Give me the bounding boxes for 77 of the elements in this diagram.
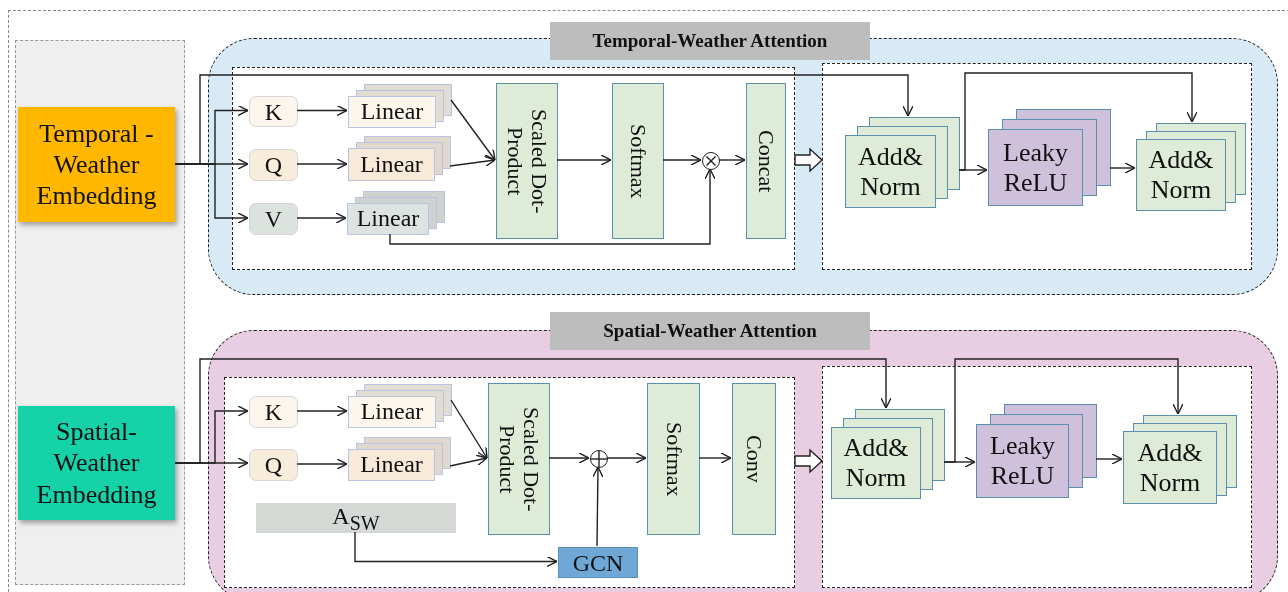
arrow — [698, 452, 732, 464]
arrow — [592, 466, 604, 547]
layer-label: Add& Norm — [1136, 437, 1204, 498]
layer-label: Add& Norm — [842, 433, 910, 493]
layer-stack — [976, 404, 1097, 498]
arrow — [174, 358, 892, 464]
layer-stack — [348, 437, 451, 481]
layer-label: Add& Norm — [857, 141, 924, 202]
module-title: Spatial-Weather Attention — [550, 312, 870, 350]
arrow — [556, 154, 612, 166]
layer-label: Add& Norm — [1147, 145, 1215, 205]
arrow — [296, 212, 347, 224]
operation-box — [647, 383, 700, 535]
input-box: Q — [249, 449, 298, 481]
input-box: Q — [249, 149, 298, 181]
layer-stack — [348, 136, 451, 181]
operation-label: Softmax — [625, 123, 651, 199]
arrow — [296, 104, 348, 117]
layer-stack — [1136, 123, 1246, 211]
layer-stack — [988, 109, 1111, 206]
operation-label: Softmax — [661, 421, 686, 497]
layer-stack — [348, 84, 452, 128]
operation-label: Scaled Dot-Product — [502, 107, 552, 216]
layer-label: Linear — [360, 398, 424, 426]
operation-box — [612, 83, 664, 239]
arrow — [449, 454, 488, 467]
dashed-block — [232, 67, 795, 270]
arrow — [606, 452, 647, 464]
arrow — [296, 158, 348, 170]
operation-box — [732, 383, 776, 535]
layer-label: Linear — [360, 150, 423, 179]
arrow — [1095, 453, 1123, 465]
layer-stack — [348, 384, 452, 428]
attention-band — [208, 22, 1278, 295]
dashed-block — [224, 377, 795, 588]
dashed-block — [822, 63, 1252, 270]
operation-label: Scaled Dot-Product — [494, 405, 544, 514]
layer-label: Leaky ReLU — [1002, 137, 1069, 198]
input-box: V — [249, 203, 298, 235]
arrow — [389, 168, 716, 245]
arrow — [354, 531, 558, 568]
arrow — [450, 99, 496, 161]
arrow — [943, 358, 1184, 463]
layer-stack — [347, 191, 445, 235]
layer-stack — [1123, 415, 1237, 504]
layer-label: Linear — [360, 451, 423, 479]
operation-label: Conv — [741, 435, 767, 483]
input-box: K — [249, 96, 298, 127]
layer-stack — [845, 117, 960, 208]
operation-box — [496, 83, 558, 239]
block-arrow — [794, 147, 824, 173]
layer-label: Leaky ReLU — [989, 431, 1056, 491]
layer-label: Linear — [360, 98, 424, 126]
input-box: K — [249, 396, 298, 428]
arrow — [548, 452, 590, 464]
dashed-block — [822, 366, 1252, 588]
arrow — [958, 72, 1198, 171]
embedding-box: Spatial- Weather Embedding — [18, 406, 175, 520]
arrow — [449, 155, 496, 167]
multiply-symbol — [702, 152, 720, 170]
input-box: GCN — [558, 547, 638, 578]
arrow — [718, 154, 746, 166]
arrow — [450, 399, 488, 459]
module-title: Temporal-Weather Attention — [550, 22, 870, 60]
input-box: A$_{SW}$ — [256, 503, 456, 533]
add-symbol — [590, 450, 608, 468]
operation-box — [746, 83, 786, 239]
operation-label: Concat — [753, 129, 779, 193]
embedding-box: Temporal - Weather Embedding — [18, 107, 175, 222]
layer-stack — [831, 409, 945, 499]
layer-label: Linear — [356, 205, 420, 233]
arrow — [1109, 162, 1136, 174]
arrow — [296, 405, 348, 417]
arrow — [296, 458, 348, 470]
block-arrow — [794, 448, 824, 474]
arrow — [662, 154, 702, 166]
operation-box — [488, 383, 550, 535]
